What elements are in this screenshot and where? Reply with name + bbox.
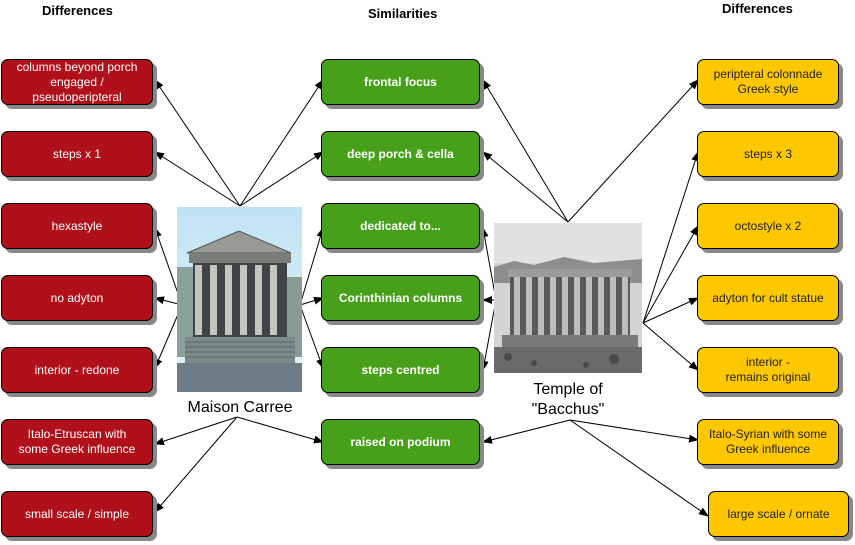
connector-arrow — [642, 297, 699, 324]
similarity-box: frontal focus — [321, 59, 480, 105]
connector-arrow — [642, 225, 699, 324]
difference-box-left: interior - redone — [1, 347, 153, 393]
connector-arrow — [482, 419, 571, 444]
similarity-box: deep porch & cella — [321, 131, 480, 177]
difference-box-right: adyton for cult statue — [697, 275, 839, 321]
difference-box-right: large scale / ornate — [708, 491, 849, 537]
connector-arrow — [567, 79, 699, 223]
difference-box-right: steps x 3 — [697, 131, 839, 177]
connector-arrow — [299, 296, 324, 306]
header-similarities: Similarities — [368, 6, 438, 21]
temple-of-bacchus-photo — [494, 223, 642, 373]
connector-arrow — [154, 79, 241, 207]
maison-carree-photo — [177, 207, 302, 392]
connector-arrow — [154, 151, 241, 207]
difference-box-left: steps x 1 — [1, 131, 153, 177]
connector-arrow — [154, 416, 238, 445]
similarity-box: steps centred — [321, 347, 480, 393]
maison-carree-caption: Maison Carree — [187, 399, 293, 416]
header-differences-right: Differences — [722, 1, 793, 16]
connector-arrow — [642, 151, 700, 324]
difference-box-left: Italo-Etruscan with some Greek influence — [1, 419, 153, 465]
connector-arrow — [239, 79, 324, 207]
connector-arrow — [239, 151, 324, 207]
connector-arrow — [236, 416, 324, 444]
difference-box-left: small scale / simple — [1, 491, 153, 537]
difference-box-left: columns beyond porch engaged / pseudoper… — [1, 59, 153, 105]
temple-of-bacchus-caption: Temple of "Bacchus" — [531, 381, 605, 418]
difference-box-right: peripteral colonnade Greek style — [697, 59, 839, 105]
difference-box-right: interior - remains original — [697, 347, 839, 393]
connector-arrow — [154, 416, 238, 513]
difference-box-right: octostyle x 2 — [697, 203, 839, 249]
difference-box-right: Italo-Syrian with some Greek influence — [697, 419, 839, 465]
connector-arrow — [299, 304, 324, 369]
connector-arrow — [642, 322, 699, 371]
difference-box-left: hexastyle — [1, 203, 153, 249]
connector-arrow — [480, 299, 497, 371]
similarity-box: dedicated to... — [321, 203, 480, 249]
connector-arrow — [482, 79, 569, 223]
similarity-box: raised on podium — [321, 419, 480, 465]
connector-arrow — [482, 151, 569, 223]
difference-box-left: no adyton — [1, 275, 153, 321]
connector-arrow — [480, 227, 497, 301]
connector-arrow — [299, 227, 325, 306]
header-differences-left: Differences — [42, 3, 113, 18]
similarity-box: Corinthinian columns — [321, 275, 480, 321]
connector-arrow — [569, 419, 699, 443]
connector-arrow — [569, 419, 709, 517]
